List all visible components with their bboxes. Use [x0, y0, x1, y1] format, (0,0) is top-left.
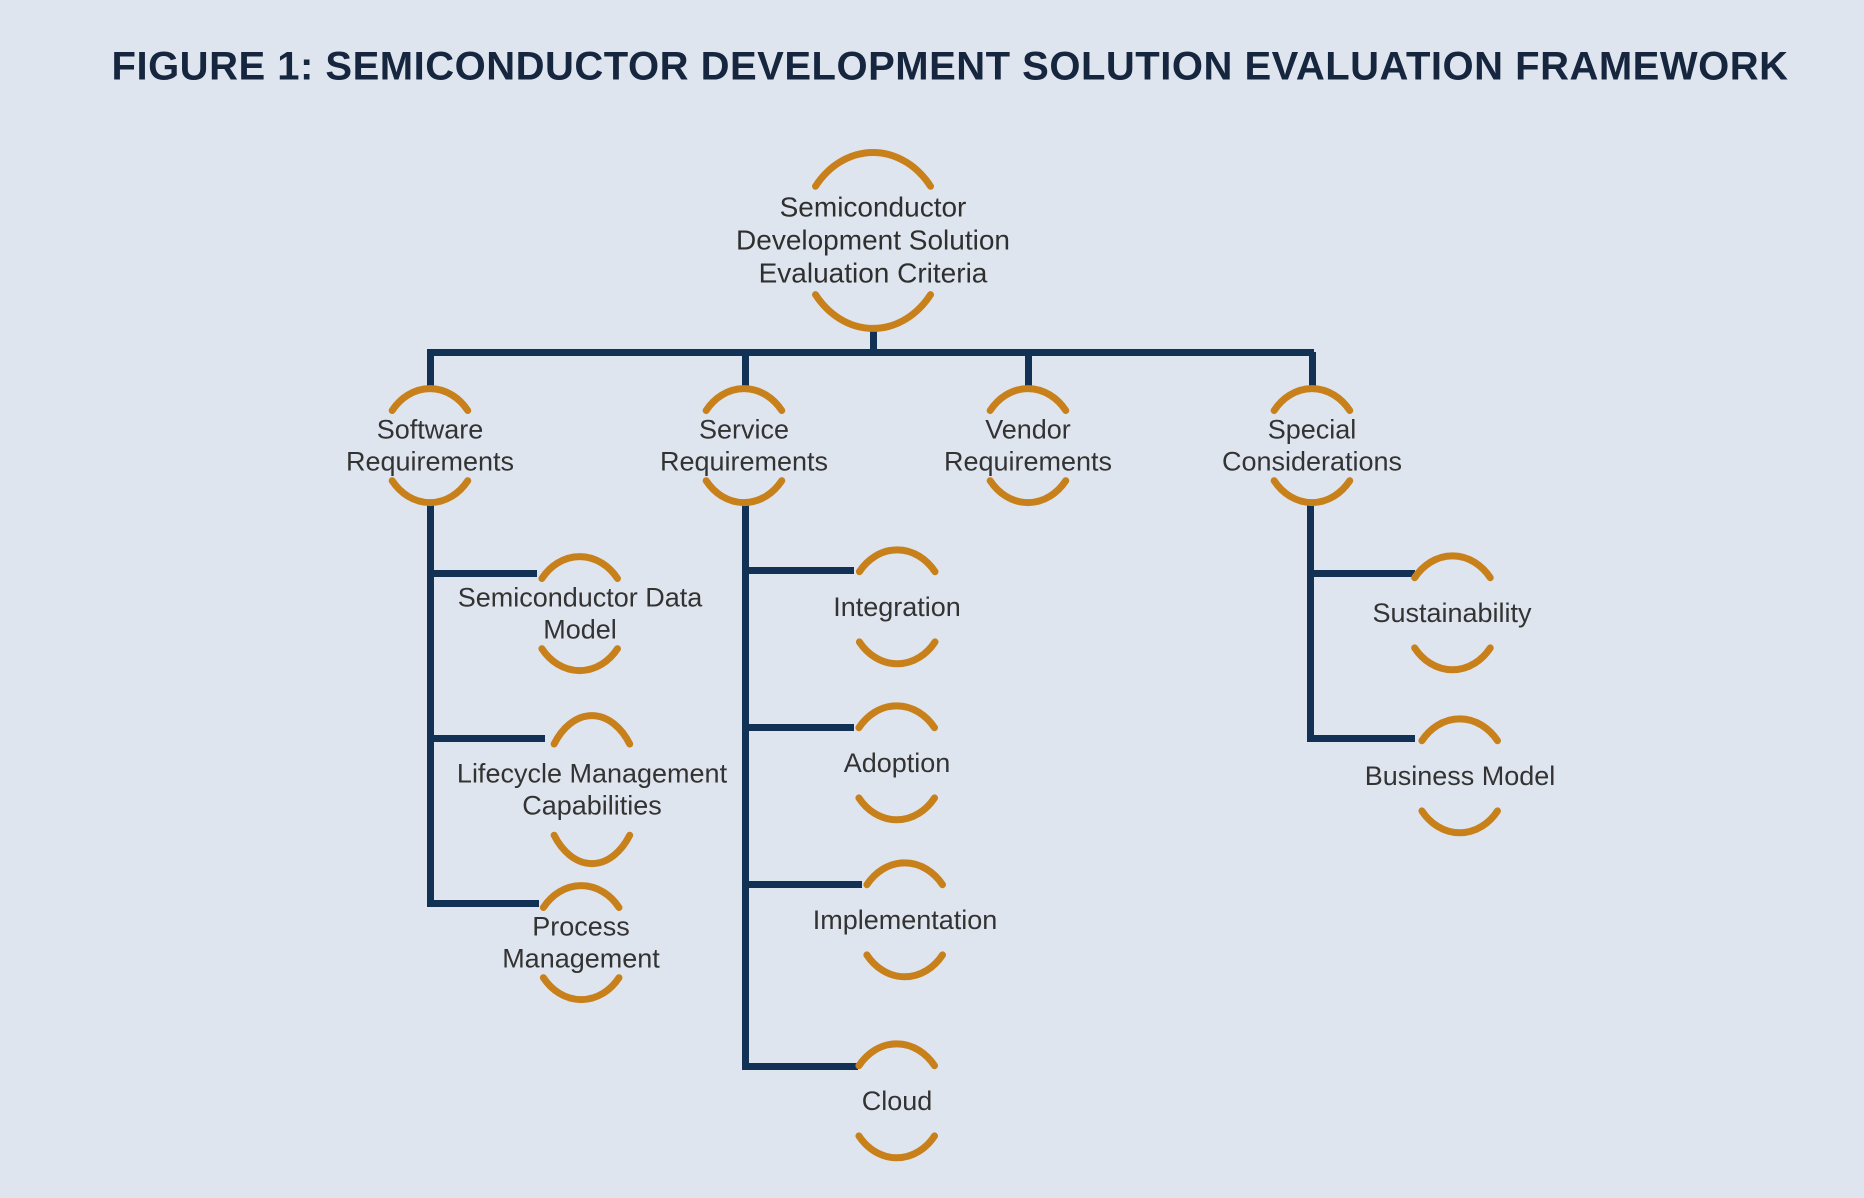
arc-bottom-icon [855, 794, 939, 824]
node-business-model-label: Business Model [1364, 760, 1556, 791]
node-process-arcs [539, 882, 623, 1004]
connector-elbow-sustainability [1306, 569, 1415, 577]
node-integration: Integration [833, 546, 961, 668]
arc-top-icon [863, 859, 947, 889]
connector-elbow-adoption [741, 723, 854, 731]
node-implementation-label: Implementation [812, 904, 998, 935]
connector-root-stem [869, 327, 877, 355]
arc-bottom-icon [539, 974, 623, 1004]
connector-drop-special [1308, 352, 1316, 390]
arc-top-icon [986, 385, 1070, 415]
connector-elbow-process [426, 899, 539, 907]
node-service-arcs [702, 385, 786, 507]
node-lifecycle-label: Lifecycle Management Capabilities [456, 758, 728, 821]
node-adoption: Adoption [843, 702, 951, 824]
arc-top-icon [1410, 552, 1494, 582]
node-vendor-arcs [986, 385, 1070, 507]
node-root-label: Semiconductor Development Solution Evalu… [736, 191, 1010, 289]
node-cloud-label: Cloud [861, 1085, 933, 1116]
arc-top-icon [1270, 385, 1354, 415]
arc-bottom-icon [550, 832, 634, 868]
node-sustainability: Sustainability [1372, 552, 1532, 674]
arc-bottom-icon [855, 1132, 939, 1162]
connector-elbow-sdm [426, 569, 537, 577]
connector-elbow-cloud [741, 1063, 858, 1070]
arc-bottom-icon [1270, 477, 1354, 507]
arc-bottom-icon [702, 477, 786, 507]
connector-elbow-integration [741, 566, 854, 574]
node-implementation-arcs [863, 859, 947, 981]
node-vendor-label: Vendor Requirements [943, 414, 1113, 477]
connector-drop-service [741, 352, 749, 390]
node-semiconductor-data-model: Semiconductor Data Model [457, 553, 703, 675]
node-root: Semiconductor Development Solution Evalu… [736, 148, 1010, 332]
node-special-considerations: Special Considerations [1221, 385, 1403, 507]
arc-bottom-icon [388, 477, 472, 507]
node-integration-arcs [855, 546, 939, 668]
node-adoption-arcs [855, 702, 939, 824]
arc-bottom-icon [855, 638, 939, 668]
arc-bottom-icon [986, 477, 1070, 507]
node-vendor-requirements: Vendor Requirements [943, 385, 1113, 507]
node-software-requirements: Software Requirements [345, 385, 515, 507]
arc-bottom-icon [1418, 807, 1502, 837]
node-process-management: Process Management [502, 882, 660, 1004]
connector-service-trunk [741, 502, 749, 1070]
arc-top-icon [855, 1040, 939, 1070]
node-cloud: Cloud [855, 1040, 939, 1162]
arc-top-icon [811, 148, 934, 190]
connector-drop-vendor [1024, 352, 1032, 390]
arc-bottom-icon [811, 290, 934, 332]
arc-top-icon [388, 385, 472, 415]
node-business-model: Business Model [1364, 715, 1556, 837]
node-sdm-label: Semiconductor Data Model [457, 582, 703, 645]
connector-elbow-lifecycle [426, 734, 545, 742]
arc-top-icon [1418, 715, 1502, 745]
node-service-label: Service Requirements [659, 414, 829, 477]
connector-bus [426, 348, 1314, 356]
arc-top-icon [855, 702, 939, 732]
connector-drop-software [426, 352, 434, 390]
node-lifecycle-arcs [550, 712, 634, 868]
connector-elbow-implementation [741, 880, 862, 888]
node-business-model-arcs [1418, 715, 1502, 837]
node-special-arcs [1270, 385, 1354, 507]
node-lifecycle-management-capabilities: Lifecycle Management Capabilities [456, 712, 728, 868]
connector-elbow-business-model [1306, 734, 1415, 742]
arc-bottom-icon [863, 951, 947, 981]
figure-title: FIGURE 1: SEMICONDUCTOR DEVELOPMENT SOLU… [111, 44, 1789, 89]
arc-top-icon [550, 712, 634, 748]
node-cloud-arcs [855, 1040, 939, 1162]
arc-bottom-icon [538, 645, 622, 675]
node-special-label: Special Considerations [1221, 414, 1403, 477]
arc-top-icon [702, 385, 786, 415]
arc-bottom-icon [1410, 644, 1494, 674]
connector-software-trunk [426, 502, 434, 906]
node-adoption-label: Adoption [843, 747, 951, 778]
node-service-requirements: Service Requirements [659, 385, 829, 507]
connector-special-trunk [1306, 502, 1314, 742]
node-implementation: Implementation [812, 859, 998, 981]
node-sustainability-label: Sustainability [1372, 597, 1532, 628]
node-sustainability-arcs [1410, 552, 1494, 674]
node-integration-label: Integration [833, 591, 961, 622]
node-sdm-arcs [538, 553, 622, 675]
arc-top-icon [855, 546, 939, 576]
node-process-label: Process Management [502, 911, 660, 974]
arc-top-icon [538, 553, 622, 583]
arc-top-icon [539, 882, 623, 912]
node-software-arcs [388, 385, 472, 507]
node-software-label: Software Requirements [345, 414, 515, 477]
node-root-arcs [811, 148, 934, 332]
